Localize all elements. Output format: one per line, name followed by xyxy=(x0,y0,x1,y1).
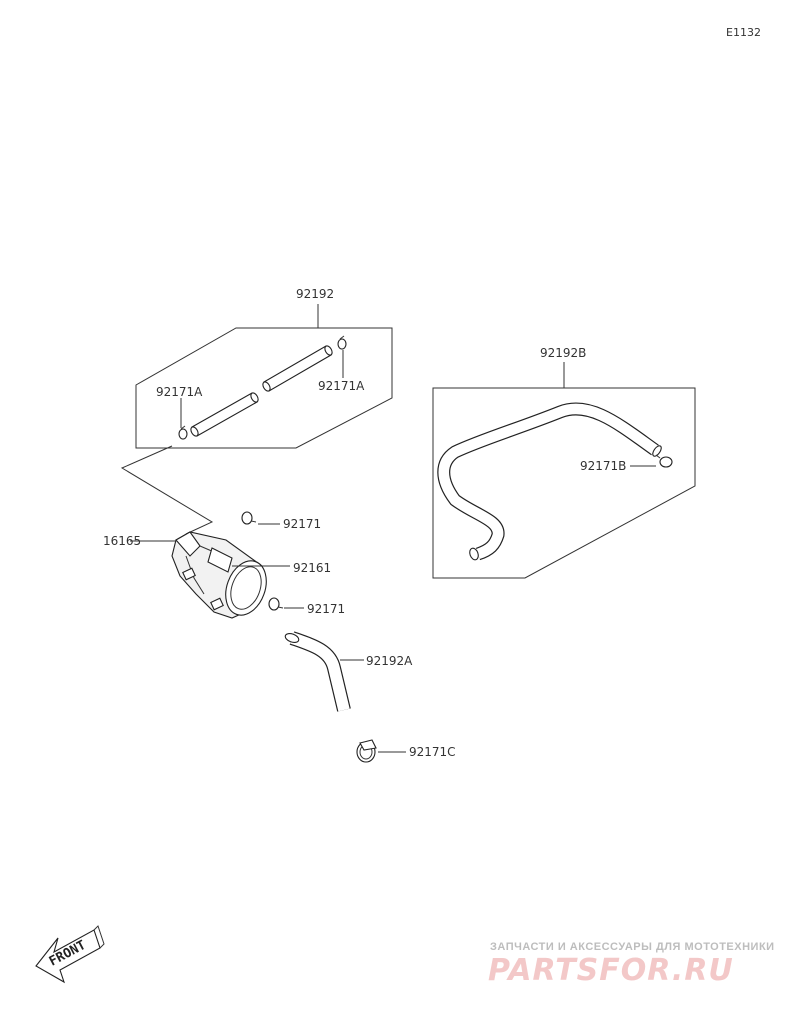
hose-92192b xyxy=(438,403,659,560)
connector-line xyxy=(120,445,214,535)
label-16165[interactable]: 16165 xyxy=(103,534,141,548)
diagram-code: E1132 xyxy=(726,26,761,39)
bracket-92161-icon xyxy=(207,547,233,573)
clamp-92171-upper-icon xyxy=(241,511,257,525)
label-92171-upper[interactable]: 92171 xyxy=(283,517,321,531)
hose-92192a-group: 92192A xyxy=(284,631,413,712)
watermark: ЗАПЧАСТИ И АКСЕССУАРЫ ДЛЯ МОТОТЕХНИКИ PA… xyxy=(488,941,775,988)
clamp-92171b-icon xyxy=(655,454,673,468)
hose-kit-top-box xyxy=(135,327,393,449)
straight-hose-left xyxy=(190,392,259,437)
label-92171c[interactable]: 92171C xyxy=(409,745,456,759)
label-92192[interactable]: 92192 xyxy=(296,287,334,301)
hose-right-box xyxy=(432,387,696,579)
label-92161[interactable]: 92161 xyxy=(293,561,331,575)
label-92192b[interactable]: 92192B xyxy=(540,346,586,360)
clamp-92171c-group: 92171C xyxy=(356,739,456,763)
clamp-92171-lower-icon xyxy=(268,597,284,611)
hose-kit-top-group: 92192 92171A 92171A xyxy=(135,287,393,449)
canister-group: 92171 16165 92161 92171 xyxy=(103,511,345,619)
front-arrow-icon xyxy=(35,929,101,984)
label-92171b[interactable]: 92171B xyxy=(580,459,626,473)
front-marker: FRONT xyxy=(35,925,105,984)
watermark-line1: ЗАПЧАСТИ И АКСЕССУАРЫ ДЛЯ МОТОТЕХНИКИ xyxy=(490,941,775,953)
label-92171-lower[interactable]: 92171 xyxy=(307,602,345,616)
label-92192a[interactable]: 92192A xyxy=(366,654,413,668)
label-92171a-right[interactable]: 92171A xyxy=(318,379,365,393)
hose-right-group: 92192B 92171B xyxy=(432,346,696,579)
clamp-92171a-right-icon xyxy=(337,335,347,350)
label-92171a-left[interactable]: 92171A xyxy=(156,385,203,399)
straight-hose-right xyxy=(262,345,333,392)
clamp-92171c-icon xyxy=(356,739,377,763)
watermark-logo: PARTSFOR.RU xyxy=(488,953,734,988)
canister-16165-icon xyxy=(171,531,267,619)
clamp-92171a-left-icon xyxy=(178,425,188,440)
hose-92192a xyxy=(290,632,350,712)
